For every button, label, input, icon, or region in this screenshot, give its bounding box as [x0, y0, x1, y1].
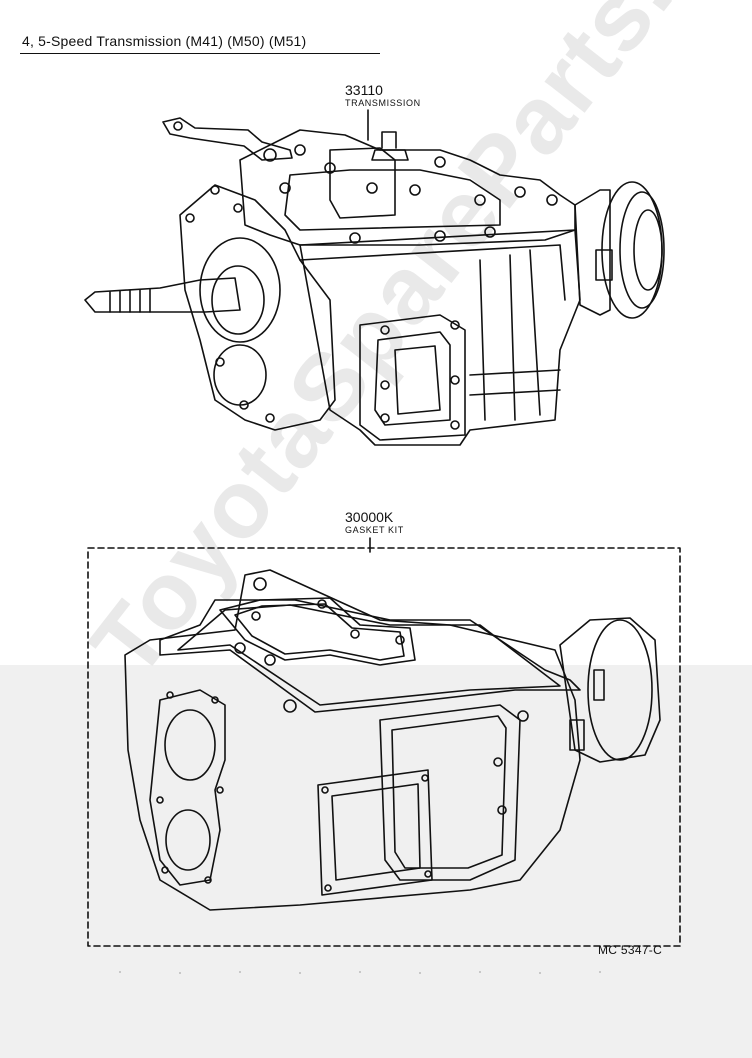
pto-cover — [359, 314, 466, 441]
front-housing — [179, 184, 336, 431]
gasket-kit-boundary — [87, 547, 681, 947]
part-name-gasket-kit: GASKET KIT — [345, 525, 404, 535]
part-number-transmission: 33110 — [345, 82, 383, 98]
shift-cover-gasket — [219, 597, 416, 666]
title-underline — [20, 53, 380, 54]
front-housing-gasket — [149, 689, 226, 886]
shift-lever-arm — [162, 117, 293, 161]
gasket-kit-assembly[interactable] — [124, 569, 661, 911]
part-name-transmission: TRANSMISSION — [345, 98, 421, 108]
case-side-gasket — [379, 704, 521, 881]
input-shaft — [84, 277, 241, 313]
callout-transmission[interactable]: 33110 TRANSMISSION — [345, 82, 421, 109]
transmission-assembly[interactable] — [84, 117, 665, 446]
part-number-gasket-kit: 30000K — [345, 509, 394, 525]
bottom-dot-row — [119, 971, 601, 974]
pto-cover-gasket — [317, 769, 433, 896]
lever-bolt-icon — [173, 121, 183, 131]
page-title: 4, 5-Speed Transmission (M41) (M50) (M51… — [22, 33, 307, 49]
lower-background-band — [0, 665, 752, 1058]
top-cover-gasket — [159, 599, 581, 713]
rear-extension-outline — [559, 617, 661, 763]
rear-extension — [574, 189, 611, 316]
case-outline — [124, 569, 581, 911]
main-case — [299, 229, 581, 446]
callout-gasket-kit[interactable]: 30000K GASKET KIT — [345, 509, 404, 536]
